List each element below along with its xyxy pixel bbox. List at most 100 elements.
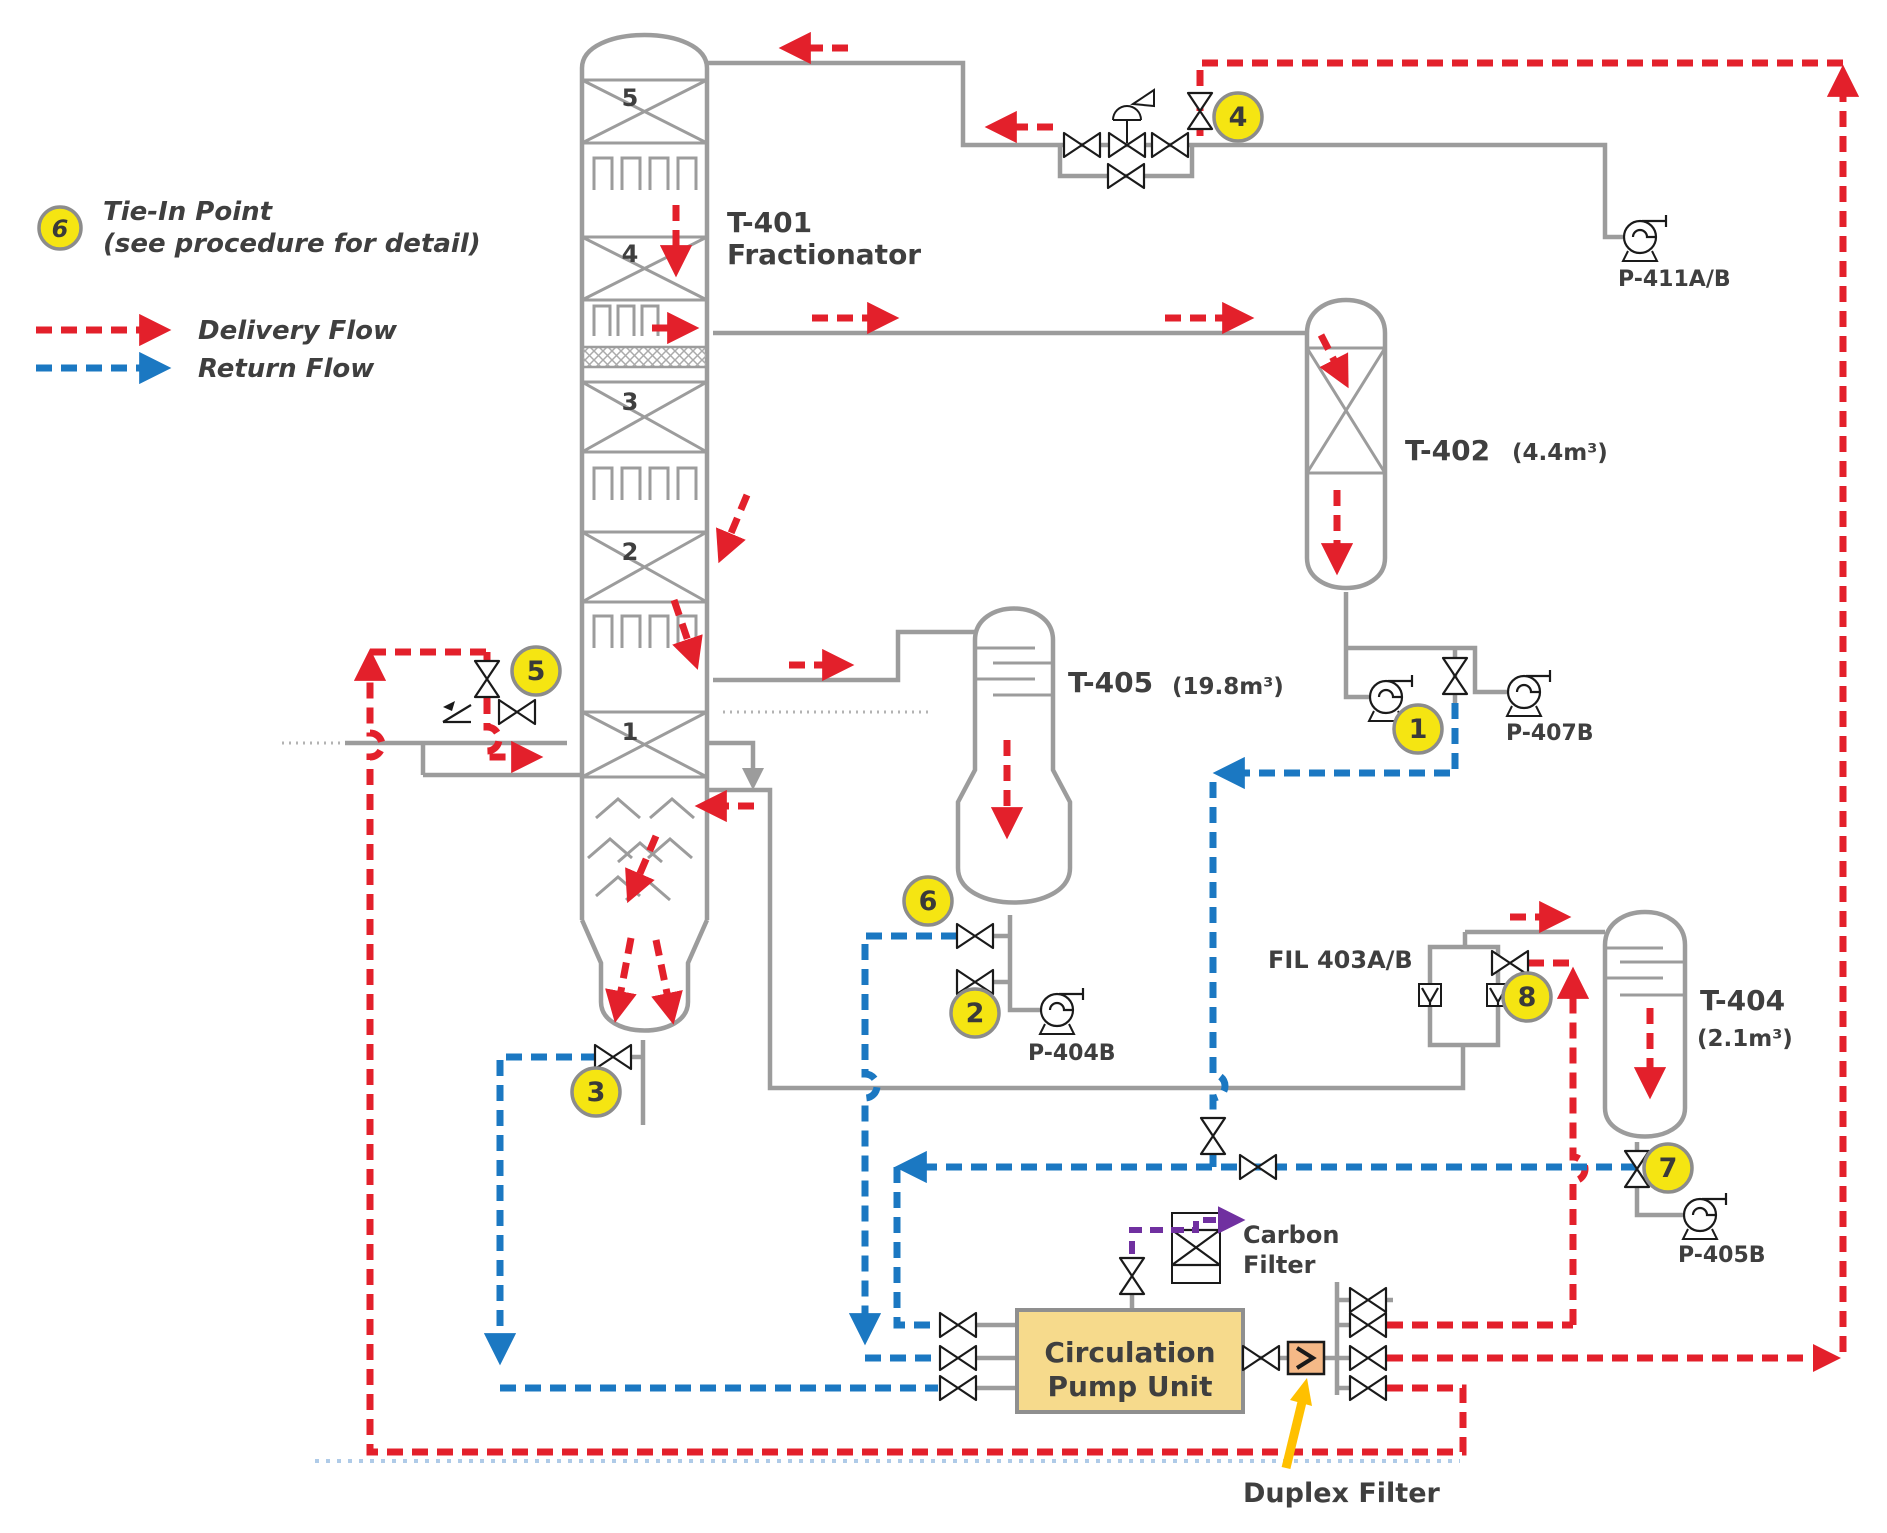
valves [442, 88, 1651, 1402]
check-valve-icon [442, 704, 472, 724]
circulation-pump-unit: Circulation Pump Unit Duplex Filter [1015, 1308, 1441, 1509]
pump-p405b-label: P-405B [1678, 1243, 1766, 1268]
pump-unit-inlet-valve-icon [938, 1374, 978, 1402]
duplex-filter-box [1286, 1340, 1326, 1376]
pump-unit-inlet-valve-icon [938, 1344, 978, 1372]
legend-tie-in-subtitle: (see procedure for detail) [103, 229, 481, 259]
pipe-t405-bottom [993, 915, 1041, 1013]
t401-shell [579, 32, 710, 1033]
delivery-riser-tiein8 [1556, 966, 1590, 1325]
gate-valve-icon [497, 698, 537, 726]
t405-shell [955, 606, 1073, 905]
t401-trays-4 [592, 614, 698, 648]
pump-p404b-label: P-404B [1028, 1041, 1116, 1066]
t404-trays [1607, 946, 1683, 997]
tie-in-circle [510, 645, 562, 697]
t405-name: T-405 [1068, 666, 1153, 699]
tie-in-number: 1 [1409, 714, 1428, 745]
tie-in-circle [1501, 971, 1553, 1023]
pump-p411-label: P-411A/B [1618, 267, 1731, 292]
tie-in-circle [1642, 1142, 1694, 1194]
delivery-corner-arrow-icon [1813, 1344, 1841, 1372]
control-valve-actuator-icon [1112, 105, 1142, 143]
delivery-branch-4-to-tiein5 [353, 648, 1467, 1456]
return-line-valve-icon [1199, 1116, 1227, 1156]
pipe-bypass-loop [1057, 145, 1195, 179]
manifold-valve-icon [1348, 1286, 1388, 1314]
return-tiein1-elbow [1212, 703, 1459, 790]
tie-in-number: 2 [966, 998, 985, 1029]
flow-arrow-col-5 [605, 937, 637, 1023]
legend-tie-in-title: Tie-In Point [103, 197, 274, 227]
legend-tie-in-number: 6 [52, 215, 69, 243]
tie-in-circle [1212, 91, 1264, 143]
tie-in-number: 5 [527, 656, 546, 687]
pump-p405b-icon [1681, 1191, 1728, 1241]
cpu-label-1: Circulation [1044, 1336, 1215, 1369]
return-tiein6-drop [848, 932, 957, 1346]
pipe-column-bottom-outlet [630, 1040, 646, 1125]
t401-section-4-label: 4 [622, 240, 639, 268]
pipe-left-feed [345, 740, 583, 778]
pump-unit-inlet-valve-icon [938, 1311, 978, 1339]
pumps: P-411A/B P-407B P-404B P-405B [1028, 213, 1766, 1268]
t401-section-2-label: 2 [622, 538, 639, 566]
pipe-pump-unit-stubs [977, 1292, 1135, 1391]
manifold-valve-icon [1348, 1344, 1388, 1372]
tie-in-circle [949, 987, 1001, 1039]
check-valve-arrow-icon [443, 701, 455, 711]
t401-section-1-label: 1 [622, 718, 639, 746]
delivery-top-header [1196, 59, 1843, 140]
tie-in-number: 7 [1659, 1153, 1678, 1184]
gate-valve-icon [1150, 131, 1190, 159]
duplex-filter-label: Duplex Filter [1243, 1478, 1441, 1509]
t401-section-lines [582, 78, 707, 779]
return-header-valve-icon [1238, 1153, 1278, 1181]
manifold-valve-icon [1348, 1311, 1388, 1339]
tie-in-point-2: 2 [949, 987, 1001, 1039]
delivery-flow-lines [353, 31, 1860, 1456]
vessel-t404: T-404 (2.1m³) [1602, 909, 1793, 1139]
pipe-overhead-to-p411 [707, 60, 1623, 240]
return-to-pump-unit-1 [893, 1167, 938, 1329]
pipe-to-p407b [1346, 645, 1507, 695]
carbon-filter-label-1: Carbon [1243, 1221, 1339, 1249]
return-flow-lines [315, 703, 1637, 1463]
t401-section-3-label: 3 [622, 388, 639, 416]
vessel-t401-fractionator: 5 4 3 2 1 T-401 Fractionator [579, 32, 921, 1033]
tie-in-circle [1392, 703, 1444, 755]
filter-a-icon [1417, 982, 1443, 1008]
flow-arrow-col-6 [651, 939, 683, 1025]
carbon-line-valve-icon [1118, 1256, 1146, 1296]
control-valve-flag-icon [1130, 88, 1155, 108]
tie-in-number: 6 [919, 886, 938, 917]
tie-in-circle [570, 1066, 622, 1118]
pipe-fil403-loop [1427, 944, 1501, 1048]
flow-arrow-col-2 [716, 493, 751, 564]
tie-in-points: 1 2 3 4 5 6 7 8 [510, 91, 1694, 1194]
t402-name: T-402 [1405, 434, 1490, 467]
tiein3-valve-icon [593, 1043, 633, 1071]
t401-packing-x [581, 78, 708, 779]
t401-trays-2 [592, 304, 660, 336]
t401-type: Fractionator [727, 238, 921, 271]
pipe-fil403-to-t404 [1462, 929, 1605, 947]
t401-demister-chevrons [587, 797, 695, 902]
return-tiein3-drop [483, 1053, 597, 1366]
pump-p404b-icon [1038, 986, 1085, 1036]
t401-trays-3 [592, 466, 698, 500]
legend-tie-in-circle [37, 205, 83, 251]
tie-in-number: 3 [587, 1077, 606, 1108]
delivery-tiein5-top [370, 648, 491, 660]
carbon-filter-group: Carbon Filter [1129, 1206, 1339, 1284]
circulation-pump-unit-box [1015, 1308, 1245, 1414]
tie-in-point-8: 8 [1501, 971, 1553, 1023]
tie-in-circle [902, 875, 954, 927]
pump-unit-outlet-valve-icon [1241, 1344, 1281, 1372]
legend-return-label: Return Flow [198, 354, 375, 384]
tie-in-number: 4 [1229, 102, 1248, 133]
pipe-column-to-fil403 [707, 787, 1466, 1091]
gate-valve-icon [1062, 131, 1102, 159]
tie-in-point-5: 5 [510, 645, 562, 697]
